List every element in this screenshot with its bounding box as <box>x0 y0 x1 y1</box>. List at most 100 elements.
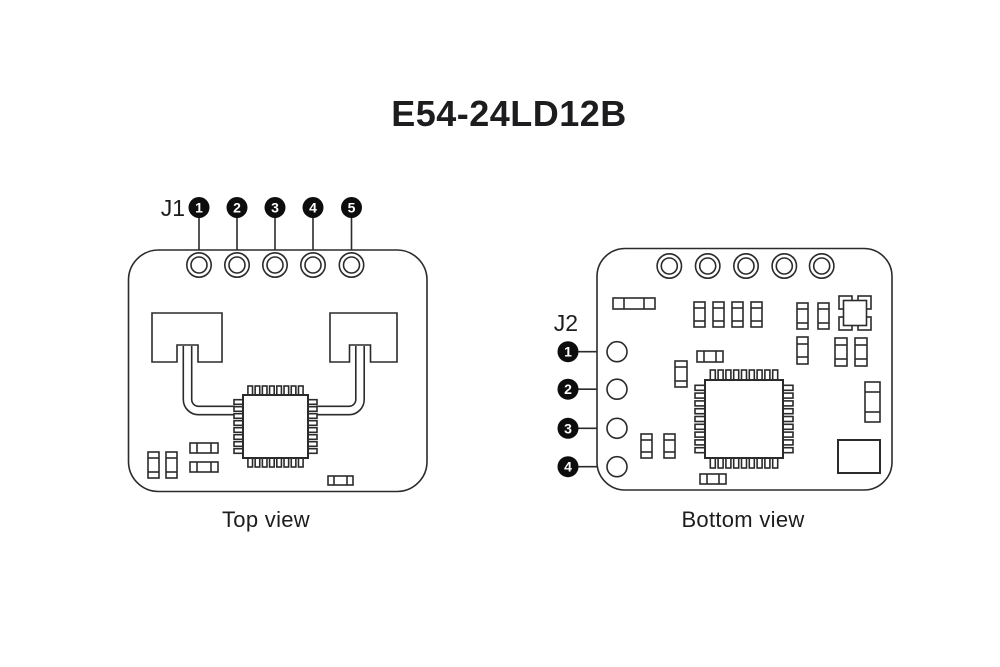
antenna-patch-left <box>151 312 223 363</box>
ic-body <box>242 394 309 459</box>
ic-pin <box>782 407 794 415</box>
ic-pin <box>725 457 732 469</box>
smd-component <box>796 302 809 330</box>
smd-component <box>834 337 848 367</box>
pin-number-badge <box>341 197 362 218</box>
pin-number-badge <box>302 197 324 218</box>
ic-pin <box>748 369 756 381</box>
pin-number: 4 <box>564 459 572 475</box>
smd-component <box>663 433 676 459</box>
ic-pin <box>283 457 290 468</box>
ic-pin <box>307 433 318 441</box>
ic-pin <box>233 433 244 441</box>
ic-pin <box>694 407 706 415</box>
smd-component <box>640 433 653 459</box>
pad-hole <box>228 256 246 274</box>
smd-component <box>165 451 178 479</box>
ic-pin <box>732 457 740 469</box>
smd-component <box>750 301 763 328</box>
chip-body <box>147 451 160 479</box>
ic-pin <box>261 457 268 468</box>
solder-pad <box>694 253 721 280</box>
smd-component <box>612 297 656 310</box>
pin-number: 3 <box>564 420 572 436</box>
pad-hole <box>190 256 208 274</box>
j2-connector-label: J2 <box>554 310 578 336</box>
pad-hole <box>660 257 679 275</box>
smd-component <box>696 350 724 363</box>
ic-pin <box>307 412 318 420</box>
smd-component <box>731 301 744 328</box>
ic-pin <box>233 440 244 448</box>
solder-pad <box>656 253 683 280</box>
pad-hole <box>606 340 628 363</box>
ic-pin <box>307 398 318 406</box>
smd-component <box>854 337 868 367</box>
pad-hole <box>812 257 831 275</box>
chip-body <box>189 461 219 473</box>
smd-component <box>699 473 727 485</box>
smd-component <box>189 442 219 454</box>
ic-pin <box>740 369 748 381</box>
pin-number-badge <box>557 378 579 400</box>
solder-pad <box>186 252 213 279</box>
ic-pin <box>261 385 268 396</box>
smd-component <box>693 301 706 328</box>
chip-body <box>796 336 809 365</box>
ic-pin <box>307 447 318 455</box>
top-view-board: J1 1 2 3 4 5 <box>127 195 428 532</box>
solder-pad <box>338 252 365 279</box>
antenna-patch-right <box>329 312 398 363</box>
ic-pin <box>233 447 244 455</box>
ic-pin <box>307 426 318 434</box>
ic-pin <box>756 457 763 469</box>
solder-pad <box>299 252 326 279</box>
ic-pin <box>268 385 275 396</box>
pin-number-badge <box>226 197 248 218</box>
smd-component <box>817 302 830 330</box>
pad-hole <box>775 257 794 275</box>
ic-pin <box>717 457 724 469</box>
top-view-caption: Top view <box>222 507 310 532</box>
ic-pin <box>694 384 706 392</box>
pin-number-badge <box>557 341 579 363</box>
pin-number-badge <box>188 197 210 218</box>
chip-body <box>640 433 653 459</box>
ic-pin <box>732 369 740 381</box>
pad-hole <box>698 257 717 275</box>
diagram-title: E54-24LD12B <box>391 93 627 134</box>
ic-pin <box>748 457 756 469</box>
chip-body <box>674 360 688 388</box>
chip-body <box>864 381 881 423</box>
ic-body <box>704 379 784 459</box>
smd-component <box>864 381 881 423</box>
pad-hole <box>304 256 322 274</box>
ic-pin <box>297 457 304 468</box>
ic-pin <box>290 457 297 468</box>
ic-pin <box>247 457 254 468</box>
radar-ic-chip <box>233 385 318 468</box>
header-solder-pads <box>656 253 835 280</box>
j1-solder-pads <box>186 252 365 279</box>
chip-body <box>834 337 848 367</box>
ic-pin <box>782 439 794 446</box>
solder-pad <box>261 252 288 279</box>
ic-pin <box>771 369 779 381</box>
ic-pin <box>297 385 304 396</box>
ic-pin <box>694 431 706 438</box>
ic-pin <box>307 419 318 427</box>
pad-hole <box>342 256 361 274</box>
ic-pin <box>276 385 283 396</box>
solder-pad <box>606 417 628 440</box>
mcu-ic-chip <box>694 369 794 469</box>
ic-pin <box>782 446 794 454</box>
ic-pin <box>709 457 717 469</box>
pin-number: 1 <box>564 344 572 360</box>
chip-body <box>731 301 744 328</box>
chip-body <box>817 302 830 330</box>
j2-solder-pads <box>606 340 628 478</box>
ic-pin <box>254 385 261 396</box>
chip-body <box>750 301 763 328</box>
chip-body <box>696 350 724 363</box>
